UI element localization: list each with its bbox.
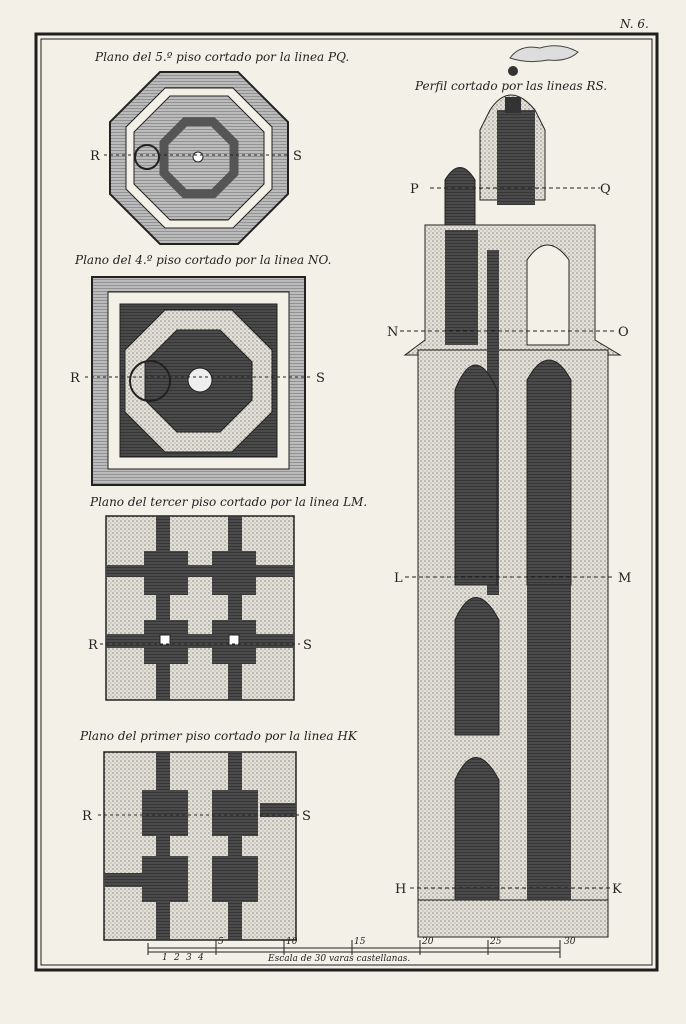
plan-caption: Plano del 5.º piso cortado por la linea … [94, 50, 349, 64]
section-label-m: M [618, 571, 631, 586]
scale-tick: 20 [421, 937, 434, 947]
scale-tick: 5 [218, 937, 224, 947]
section-label-s: S [303, 638, 312, 653]
section-label-r: R [90, 149, 101, 164]
profile-caption: Perfil cortado por las lineas RS. [414, 79, 607, 93]
section-label-q: Q [600, 182, 611, 197]
scale-tick: 2 [173, 953, 180, 963]
inner-frame [40, 38, 653, 966]
scale-tick: 30 [564, 937, 576, 947]
scale-tick: 15 [354, 937, 366, 947]
finial [505, 97, 521, 113]
section-label-s: S [293, 149, 302, 164]
section-label-r: R [88, 638, 99, 653]
section-label-k: K [612, 882, 622, 897]
section-label-p: P [410, 182, 419, 197]
plan-third-floor: Plano del tercer piso cortado por la lin… [88, 495, 367, 701]
section-label-h: H [395, 882, 406, 897]
section-label-l: L [394, 571, 403, 586]
plan-first-floor: Plano del primer piso cortado por la lin… [79, 729, 358, 941]
section-label-r: R [70, 371, 81, 386]
plate-number: N. 6. [619, 17, 649, 31]
scale-bar: 1 2 3 4 5 10 15 20 25 30 Escala de 30 va… [147, 937, 576, 964]
outer-frame [34, 32, 659, 972]
scale-title: Escala de 30 varas castellanas. [267, 954, 410, 964]
plan-caption: Plano del 4.º piso cortado por la linea … [74, 253, 331, 267]
scale-tick: 4 [197, 953, 204, 963]
plan-fifth-floor: Plano del 5.º piso cortado por la linea … [90, 50, 349, 245]
finial-top [508, 66, 518, 76]
section-label-r: R [82, 809, 93, 824]
plan-fourth-floor: Plano del 4.º piso cortado por la linea … [70, 253, 331, 486]
section-label-o: O [618, 325, 629, 340]
section-label-s: S [316, 371, 325, 386]
scale-tick: 3 [186, 953, 192, 963]
section-label-n: N [387, 325, 398, 340]
tower-profile: P Q N O L M H K Perfil cortado por las l… [387, 45, 631, 938]
plan-caption: Plano del primer piso cortado por la lin… [79, 729, 358, 743]
plan-caption: Plano del tercer piso cortado por la lin… [89, 495, 367, 509]
scale-tick: 25 [489, 937, 502, 947]
scale-tick: 10 [286, 937, 298, 947]
scale-tick: 1 [162, 953, 168, 963]
smoke [509, 45, 579, 63]
section-label-s: S [302, 809, 311, 824]
